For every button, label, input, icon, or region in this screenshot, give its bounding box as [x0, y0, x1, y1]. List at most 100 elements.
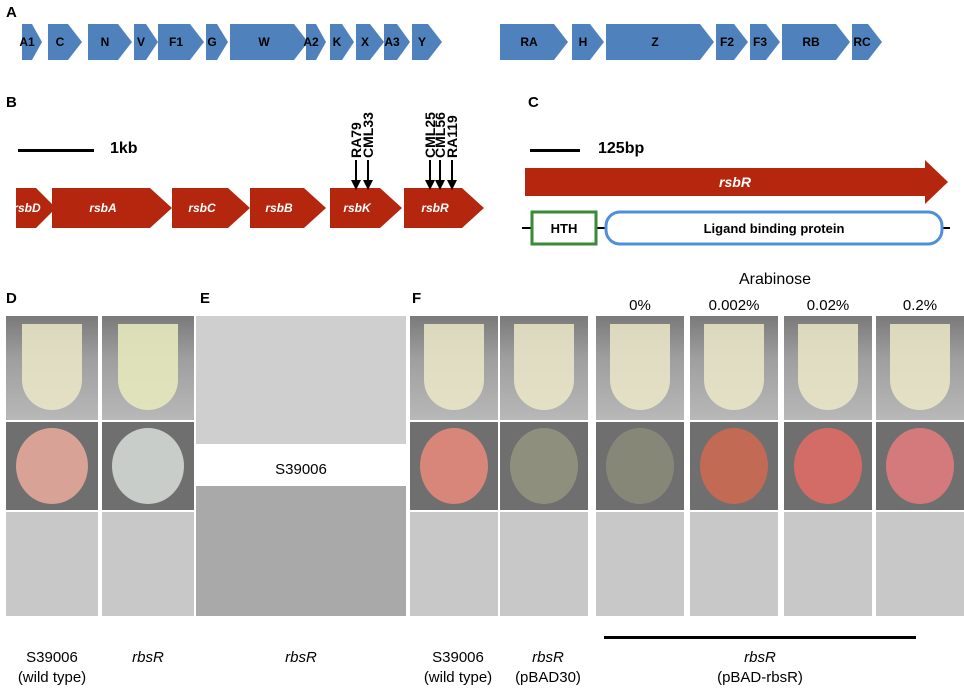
gene-a-9-label: X: [361, 35, 369, 49]
tube-wildtype-d-culture: [22, 324, 82, 410]
plate-f-0: [410, 422, 498, 510]
plate-f-3: [690, 422, 778, 510]
concentration-label-0: 0%: [629, 297, 651, 314]
plate-f-5: [876, 422, 964, 510]
colony-f-2: [606, 428, 674, 504]
mutation-rsbr-label-0: CML25: [422, 112, 438, 158]
gene-a-3-arrow: [134, 24, 158, 60]
gene-a-4-label: F1: [169, 35, 183, 49]
micrograph-rbsr-d: [102, 512, 194, 616]
gene-a-14-arrow: [606, 24, 714, 60]
gene-a-7-label: A2: [303, 35, 319, 49]
tem-wildtype-label: S39006: [275, 461, 327, 478]
gene-a-8-arrow: [330, 24, 354, 60]
micrograph-f-2: [596, 512, 684, 616]
tube-rbsr-d-culture: [118, 324, 178, 410]
gene-b-2-arrow: [172, 188, 250, 228]
gene-a-13-arrow: [572, 24, 604, 60]
gene-a-16-label: F3: [753, 35, 767, 49]
label-f-pbad-rbsr-plasmid: (pBAD-rbsR): [717, 669, 803, 686]
gene-a-2-label: N: [101, 35, 110, 49]
gene-b-5-label: rsbR: [421, 201, 449, 215]
tube-rbsr-d: [102, 316, 194, 420]
gene-a-15-arrow: [716, 24, 748, 60]
scale-label-125bp: 125bp: [598, 140, 645, 157]
mutation-rsbk-label-0: RA79: [348, 122, 364, 158]
mutation-rsbr-head-0: [425, 180, 435, 190]
panel-letter-a: A: [6, 4, 17, 21]
gene-a-13-label: H: [579, 35, 588, 49]
gene-a-7-arrow: [306, 24, 326, 60]
micrograph-f-4: [784, 512, 872, 616]
colony-f-5: [886, 428, 954, 504]
label-f-pbad30-strain: rbsR: [532, 649, 564, 666]
label-e-rbsr: rbsR: [285, 649, 317, 666]
micrograph-f-1: [500, 512, 588, 616]
gene-b-3-label: rsbB: [265, 201, 293, 215]
gene-a-0-label: A1: [19, 35, 35, 49]
panel-letter-b: B: [6, 94, 17, 111]
scale-label-1kb: 1kb: [110, 140, 138, 157]
mutation-rsbk-label-1: CML33: [360, 112, 376, 158]
gene-a-4-arrow: [158, 24, 204, 60]
culture-f-2: [610, 324, 670, 410]
mutation-rsbk-head-0: [351, 180, 361, 190]
colony-f-4: [794, 428, 862, 504]
gene-a-18-label: RC: [853, 35, 871, 49]
gene-a-1-label: C: [56, 35, 65, 49]
concentration-label-2: 0.02%: [806, 297, 850, 314]
label-f-pbad30: rbsR (pBAD30): [500, 648, 596, 688]
gene-a-12-arrow: [500, 24, 568, 60]
gene-b-5-arrow: [404, 188, 484, 228]
colony-f-1: [510, 428, 578, 504]
gene-b-4-arrow: [330, 188, 402, 228]
culture-f-5: [890, 324, 950, 410]
arabinose-title: Arabinose: [738, 271, 812, 288]
concentration-label-3: 0.2%: [902, 297, 938, 314]
gene-a-18-arrow: [852, 24, 882, 60]
label-f-pbad-rbsr: rbsR (pBAD-rbsR): [604, 648, 916, 688]
panel-letter-d: D: [6, 290, 17, 307]
tube-f-3: [690, 316, 778, 420]
gene-a-8-label: K: [333, 35, 342, 49]
mutation-rsbr-head-1: [435, 180, 445, 190]
concentration-label-1: 0.002%: [708, 297, 760, 314]
plate-rbsr-d: [102, 422, 194, 510]
culture-f-3: [704, 324, 764, 410]
hth-domain: [530, 210, 598, 246]
tem-rbsr: [196, 486, 406, 616]
micrograph-f-3: [690, 512, 778, 616]
panel-letter-c: C: [528, 94, 539, 111]
scale-bar-1kb: [18, 149, 94, 152]
group-bracket-line: [604, 636, 916, 639]
gene-b-3-arrow: [250, 188, 326, 228]
tube-f-5: [876, 316, 964, 420]
rsbr-domain-map: rsbR HTH Ligand binding protein: [522, 160, 950, 246]
label-f-wildtype-type: (wild type): [423, 669, 493, 686]
scale-bar-125bp: [530, 149, 580, 152]
micrograph-wildtype-d: [6, 512, 98, 616]
ligand-binding-label: Ligand binding protein: [704, 221, 845, 236]
gene-a-6-arrow: [230, 24, 308, 60]
mutation-rsbr-label-2: RA119: [444, 115, 460, 158]
label-d-rbsr: rbsR: [132, 649, 164, 666]
culture-f-0: [424, 324, 484, 410]
rsbr-gene-label: rsbR: [719, 174, 752, 190]
rsbr-gene-arrow: [525, 160, 948, 204]
panel-letter-f: F: [412, 290, 422, 307]
tube-f-4: [784, 316, 872, 420]
micrograph-f-5: [876, 512, 964, 616]
gene-a-11-arrow: [412, 24, 442, 60]
hth-label: HTH: [551, 221, 578, 236]
plate-wildtype-d: [6, 422, 98, 510]
plate-wildtype-d-colony: [16, 428, 88, 504]
culture-f-1: [514, 324, 574, 410]
culture-f-4: [798, 324, 858, 410]
gene-a-10-label: A3: [384, 35, 400, 49]
gene-a-6-label: W: [258, 35, 270, 49]
colony-f-0: [420, 428, 488, 504]
mutation-rsbk-head-1: [363, 180, 373, 190]
gene-a-14-label: Z: [651, 35, 658, 49]
gene-a-17-label: RB: [802, 35, 820, 49]
